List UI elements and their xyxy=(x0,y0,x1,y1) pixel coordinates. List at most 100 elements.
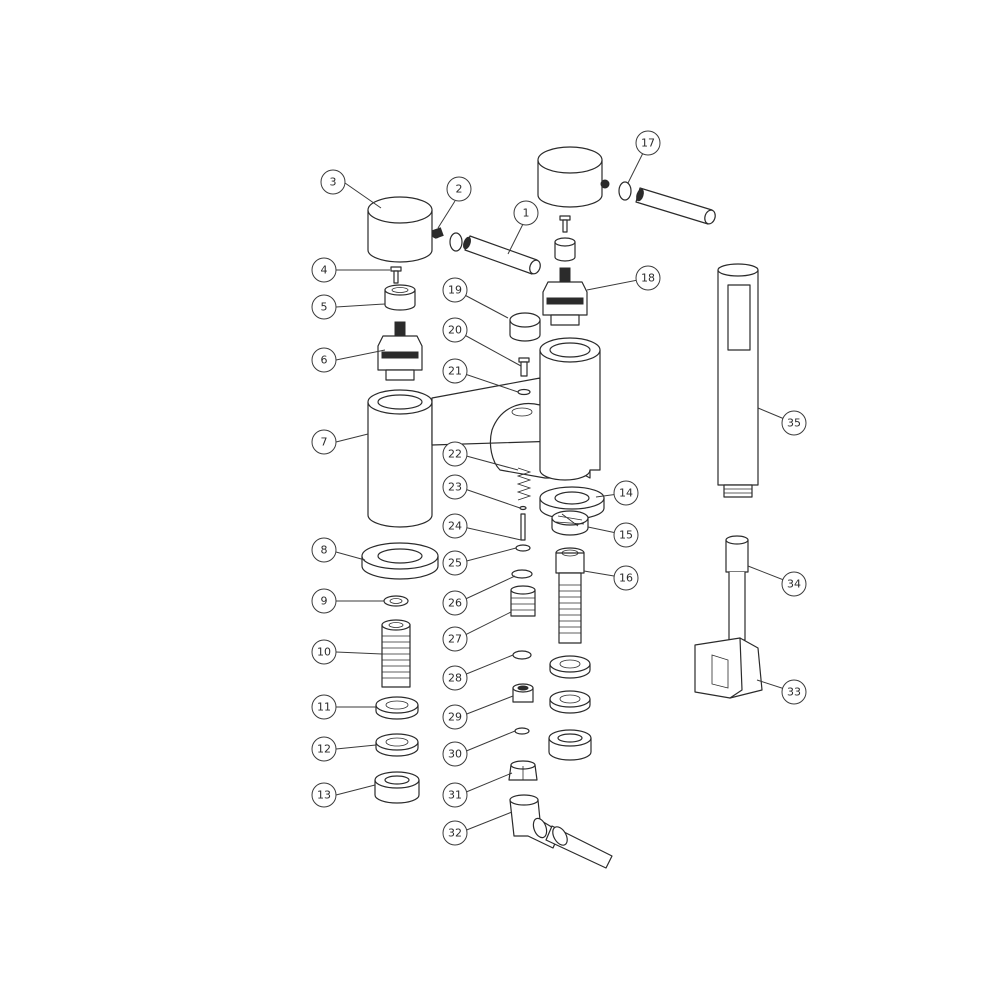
svg-text:8: 8 xyxy=(321,544,328,557)
spout-aerator xyxy=(551,510,589,536)
svg-text:13: 13 xyxy=(317,789,331,802)
diverter-spring xyxy=(516,467,532,501)
svg-text:35: 35 xyxy=(787,417,801,430)
svg-text:21: 21 xyxy=(448,365,462,378)
diverter-o-ring xyxy=(517,388,531,396)
callout-11: 11 xyxy=(311,694,337,720)
callout-29: 29 xyxy=(442,704,468,730)
diverter-pin xyxy=(520,513,526,541)
svg-text:12: 12 xyxy=(317,743,331,756)
left-washer-a xyxy=(375,696,419,720)
callout-3: 3 xyxy=(320,169,346,195)
svg-text:9: 9 xyxy=(321,595,328,608)
left-lever-washer xyxy=(449,232,463,252)
svg-text:1: 1 xyxy=(523,207,530,220)
left-adapter xyxy=(384,284,416,311)
callout-1: 1 xyxy=(513,200,539,226)
callout-30: 30 xyxy=(442,741,468,767)
callout-14: 14 xyxy=(613,480,639,506)
left-cartridge xyxy=(377,321,423,381)
svg-text:3: 3 xyxy=(330,176,337,189)
callout-4: 4 xyxy=(311,257,337,283)
svg-text:23: 23 xyxy=(448,481,462,494)
callout-18: 18 xyxy=(635,265,661,291)
left-small-washer xyxy=(383,595,409,607)
svg-text:15: 15 xyxy=(619,529,633,542)
callout-13: 13 xyxy=(311,782,337,808)
svg-text:19: 19 xyxy=(448,284,462,297)
svg-text:29: 29 xyxy=(448,711,462,724)
svg-text:17: 17 xyxy=(641,137,655,150)
shower-hose xyxy=(725,535,749,641)
svg-text:2: 2 xyxy=(456,183,463,196)
svg-text:22: 22 xyxy=(448,448,462,461)
callout-2: 2 xyxy=(446,176,472,202)
left-screw xyxy=(390,266,402,284)
shower-bracket xyxy=(694,637,763,699)
svg-text:28: 28 xyxy=(448,672,462,685)
left-lever xyxy=(463,235,541,275)
hose-hex-nut xyxy=(508,760,538,781)
right-lever xyxy=(635,187,716,225)
diverter-screw xyxy=(518,357,530,377)
svg-text:26: 26 xyxy=(448,597,462,610)
hose-elbow xyxy=(509,794,613,869)
callout-31: 31 xyxy=(442,782,468,808)
callout-5: 5 xyxy=(311,294,337,320)
callout-33: 33 xyxy=(781,679,807,705)
spout-o-ring xyxy=(514,727,530,735)
svg-text:20: 20 xyxy=(448,324,462,337)
svg-text:32: 32 xyxy=(448,827,462,840)
svg-text:16: 16 xyxy=(619,572,633,585)
spout-nipple xyxy=(512,683,534,703)
callout-12: 12 xyxy=(311,736,337,762)
left-washer-b xyxy=(375,733,419,757)
callout-19: 19 xyxy=(442,277,468,303)
diverter-knob xyxy=(509,312,541,342)
right-washer-b xyxy=(549,690,591,714)
spout-washer-small xyxy=(512,650,532,660)
right-lever-washer xyxy=(618,181,632,201)
callout-17: 17 xyxy=(635,130,661,156)
diverter-collar xyxy=(515,544,531,552)
svg-text:27: 27 xyxy=(448,633,462,646)
right-nut xyxy=(548,729,592,761)
svg-text:5: 5 xyxy=(321,301,328,314)
callout-35: 35 xyxy=(781,410,807,436)
callout-9: 9 xyxy=(311,588,337,614)
svg-text:4: 4 xyxy=(321,264,328,277)
callout-16: 16 xyxy=(613,565,639,591)
callout-34: 34 xyxy=(781,571,807,597)
left-body xyxy=(367,389,433,528)
svg-text:18: 18 xyxy=(641,272,655,285)
svg-text:31: 31 xyxy=(448,789,462,802)
svg-text:33: 33 xyxy=(787,686,801,699)
right-threaded-shank xyxy=(555,547,585,644)
callout-25: 25 xyxy=(442,550,468,576)
callout-27: 27 xyxy=(442,626,468,652)
shower-handset xyxy=(717,263,759,498)
svg-text:14: 14 xyxy=(619,487,633,500)
diverter-small-washer xyxy=(519,505,527,511)
svg-text:34: 34 xyxy=(787,578,801,591)
callout-10: 10 xyxy=(311,639,337,665)
callout-20: 20 xyxy=(442,317,468,343)
diverter-o-ring-large xyxy=(511,569,533,579)
left-threaded-shank xyxy=(381,619,411,688)
svg-text:6: 6 xyxy=(321,354,328,367)
left-nut xyxy=(374,771,420,804)
left-handle-cap xyxy=(367,196,441,263)
svg-text:7: 7 xyxy=(321,436,328,449)
right-cartridge xyxy=(542,267,588,326)
callout-7: 7 xyxy=(311,429,337,455)
right-body xyxy=(539,337,601,481)
callout-23: 23 xyxy=(442,474,468,500)
callout-6: 6 xyxy=(311,347,337,373)
left-base-ring xyxy=(361,542,439,580)
svg-text:24: 24 xyxy=(448,520,462,533)
svg-text:11: 11 xyxy=(317,701,331,714)
right-washer-a xyxy=(549,655,591,679)
callout-15: 15 xyxy=(613,522,639,548)
callout-26: 26 xyxy=(442,590,468,616)
